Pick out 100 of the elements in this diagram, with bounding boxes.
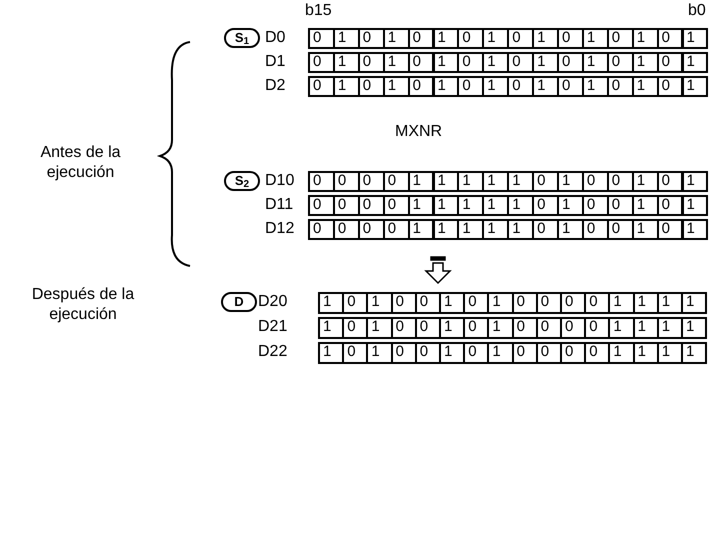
bit-cell: 0 — [358, 28, 385, 49]
bit-cell: 1 — [482, 195, 510, 216]
bit-cell: 1 — [632, 342, 659, 364]
bit-cell: 0 — [507, 76, 534, 97]
bit-cell: 1 — [457, 171, 484, 192]
bit-cell: 1 — [507, 219, 534, 240]
bit-cell: 0 — [342, 292, 368, 314]
bit-cell: 1 — [682, 76, 708, 97]
bit-cell: 1 — [482, 28, 510, 49]
bit-cell: 1 — [582, 76, 609, 97]
bit-cell: 0 — [536, 292, 562, 314]
bit-cell: 0 — [656, 52, 684, 73]
register-label: D2 — [265, 77, 286, 95]
bit-cell: 0 — [342, 317, 368, 339]
bit-cell: 0 — [358, 52, 385, 73]
bit-cell: 1 — [681, 342, 708, 364]
bit-cell: 0 — [332, 171, 360, 192]
bit-cell: 1 — [681, 317, 708, 339]
bit-cell: 0 — [308, 195, 335, 216]
bit-cell: 0 — [557, 28, 584, 49]
bit-cell: 0 — [582, 195, 609, 216]
bit-cell: 1 — [632, 292, 659, 314]
bit-cell: 0 — [414, 342, 441, 364]
register-label: D20 — [258, 293, 288, 311]
bit-cell: 1 — [682, 28, 708, 49]
bit-cell: 1 — [582, 52, 609, 73]
bit-cell: 1 — [557, 171, 584, 192]
bit-cell: 0 — [606, 52, 634, 73]
bit-cell: 0 — [308, 52, 335, 73]
bit-cell: 1 — [408, 171, 434, 192]
bit-cell: 0 — [584, 292, 610, 314]
bit-cell: 0 — [656, 171, 684, 192]
bit-cell: 1 — [656, 292, 683, 314]
bit-cell: 0 — [414, 292, 441, 314]
bit-cell: 1 — [507, 171, 534, 192]
bit-cell: 1 — [682, 195, 708, 216]
bit-cell: 1 — [557, 219, 584, 240]
bit-cell: 1 — [632, 76, 659, 97]
bit-cell: 0 — [656, 28, 684, 49]
bit-cell: 0 — [408, 76, 434, 97]
bit-cell: 0 — [532, 171, 559, 192]
bit-cell: 0 — [560, 292, 586, 314]
bit-cell: 0 — [332, 219, 360, 240]
bit-cell: 1 — [432, 28, 460, 49]
bit-label: b0 — [688, 2, 706, 20]
bit-cell: 1 — [632, 52, 659, 73]
bit-cell: 0 — [457, 28, 484, 49]
bit-cell: 0 — [532, 219, 559, 240]
bit-cell: 1 — [408, 195, 434, 216]
bit-cell: 1 — [632, 195, 659, 216]
bit-cell: 1 — [318, 342, 344, 364]
bit-cell: 0 — [358, 76, 385, 97]
operation-label: MXNR — [395, 123, 442, 141]
bit-cell: 1 — [366, 317, 393, 339]
bit-cell: 1 — [332, 76, 360, 97]
bit-cell: 0 — [463, 342, 490, 364]
operand-marker: D — [221, 292, 257, 312]
bit-cell: 1 — [439, 317, 466, 339]
bit-cell: 0 — [414, 317, 441, 339]
bit-cell: 1 — [432, 219, 460, 240]
bit-cell: 0 — [656, 195, 684, 216]
register-label: D11 — [265, 196, 294, 214]
bit-cell: 1 — [439, 342, 466, 364]
bit-cell: 1 — [432, 76, 460, 97]
bit-cell: 1 — [318, 292, 344, 314]
bit-cell: 1 — [632, 28, 659, 49]
bit-cell: 1 — [408, 219, 434, 240]
register-label: D1 — [265, 53, 286, 71]
section-label: Antes de la ejecución — [39, 143, 122, 183]
bit-cell: 0 — [390, 317, 417, 339]
bit-cell: 0 — [507, 52, 534, 73]
bit-cell: 0 — [308, 219, 335, 240]
bit-cell: 0 — [557, 76, 584, 97]
bit-cell: 0 — [512, 292, 538, 314]
bit-cell: 0 — [532, 195, 559, 216]
bit-cell: 0 — [560, 317, 586, 339]
bit-cell: 0 — [606, 219, 634, 240]
register-label: D10 — [265, 172, 294, 190]
bit-cell: 0 — [512, 342, 538, 364]
bit-cell: 0 — [408, 52, 434, 73]
bit-cell: 1 — [432, 171, 460, 192]
bit-cell: 0 — [656, 219, 684, 240]
bit-cell: 1 — [382, 52, 410, 73]
bit-cell: 1 — [432, 52, 460, 73]
bit-cell: 1 — [332, 28, 360, 49]
bit-cell: 0 — [408, 28, 434, 49]
bit-cell: 0 — [582, 171, 609, 192]
bit-cell: 0 — [308, 28, 335, 49]
bit-cell: 1 — [632, 219, 659, 240]
bit-cell: 1 — [482, 171, 510, 192]
bit-cell: 0 — [382, 195, 410, 216]
bit-cell: 0 — [582, 219, 609, 240]
bit-cell: 1 — [487, 292, 514, 314]
bit-cell: 1 — [382, 28, 410, 49]
bit-cell: 1 — [608, 317, 635, 339]
section-label: Después de la ejecución — [30, 285, 136, 325]
bit-cell: 1 — [487, 342, 514, 364]
bit-cell: 0 — [584, 317, 610, 339]
bit-cell: 1 — [382, 76, 410, 97]
bit-cell: 1 — [432, 195, 460, 216]
